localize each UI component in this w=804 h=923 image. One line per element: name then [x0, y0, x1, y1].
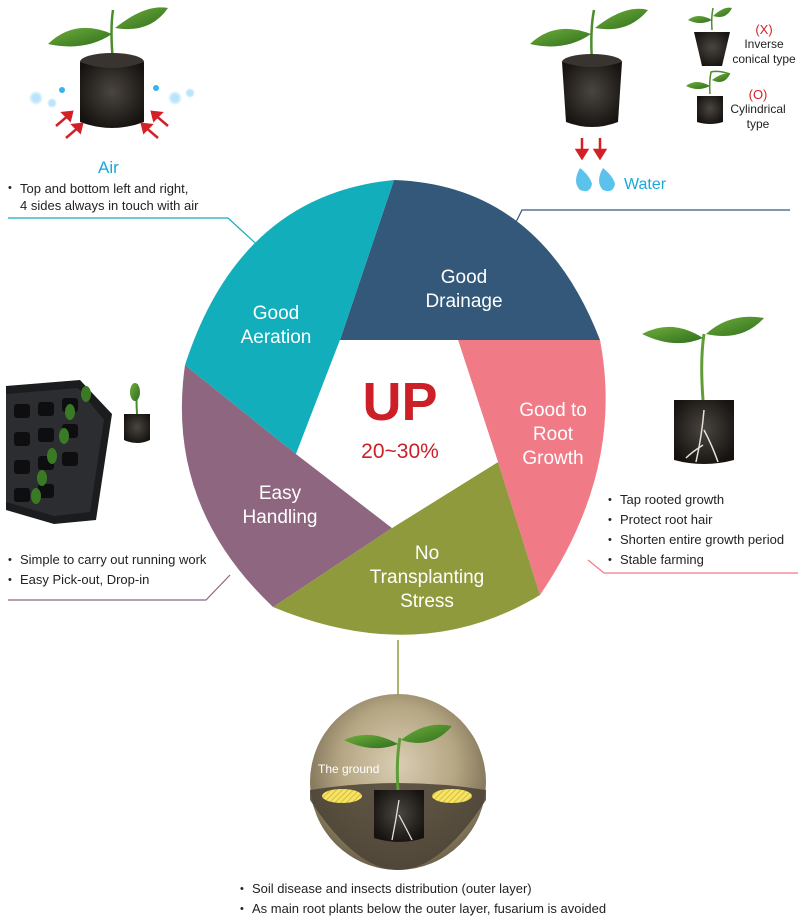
root-growth-bullets: Tap rooted growth Protect root hair Shor…: [608, 490, 784, 570]
root-growth-plant-illustration: [642, 316, 764, 464]
root-connector: [587, 559, 798, 574]
ground-illustration: [310, 694, 486, 870]
label-root-growth: Good to Root Growth: [519, 400, 587, 469]
list-item: Easy Pick-out, Drop-in: [8, 570, 206, 590]
label-drainage: Good Drainage: [425, 267, 503, 312]
label-stress: No Transplanting Stress: [369, 543, 485, 612]
pie-chart: [181, 180, 606, 635]
pot-type-inverse: (X) Inverse conical type: [732, 22, 796, 66]
list-item: Stable farming: [608, 550, 784, 570]
handling-connector: [8, 574, 231, 601]
center-title: UP: [362, 372, 438, 432]
drainage-connector: [507, 209, 790, 239]
segment-stress: [273, 462, 540, 635]
inverse-conical-pot-icon: [688, 7, 732, 66]
ground-label: The ground: [318, 762, 380, 776]
pot-type-cylindrical: (O) Cylindrical type: [730, 87, 786, 131]
seedling-tray-illustration: [6, 380, 150, 524]
center-subtitle: 20~30%: [361, 440, 439, 463]
cylindrical-pot-icon: [686, 70, 731, 124]
segment-drainage: [340, 180, 600, 340]
list-item: Shorten entire growth period: [608, 530, 784, 550]
label-handling: Easy Handling: [242, 483, 318, 528]
list-item: Tap rooted growth: [608, 490, 784, 510]
air-connector: [8, 217, 266, 253]
ground-bullets: Soil disease and insects distribution (o…: [240, 879, 606, 919]
list-item: Soil disease and insects distribution (o…: [240, 879, 606, 899]
air-bullets: Top and bottom left and right, 4 sides a…: [8, 180, 198, 214]
segment-aeration: [185, 180, 394, 454]
center-pentagon: [296, 340, 498, 528]
label-aeration: Good Aeration: [240, 303, 312, 348]
list-item: As main root plants below the outer laye…: [240, 899, 606, 919]
air-title: Air: [98, 158, 119, 177]
segment-handling: [181, 365, 392, 607]
handling-bullets: Simple to carry out running work Easy Pi…: [8, 550, 206, 590]
list-item: Protect root hair: [608, 510, 784, 530]
water-title: Water: [624, 176, 667, 193]
air-bullet: Top and bottom left and right, 4 sides a…: [8, 180, 198, 214]
list-item: Simple to carry out running work: [8, 550, 206, 570]
segment-root-growth: [458, 340, 606, 595]
air-plant-illustration: [29, 7, 195, 139]
water-plant-illustration: [530, 8, 648, 192]
